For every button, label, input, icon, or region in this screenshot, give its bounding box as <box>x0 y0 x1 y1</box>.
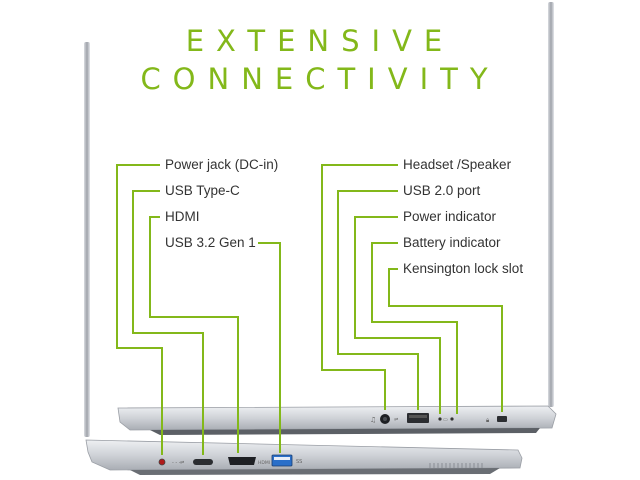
svg-text:SS: SS <box>296 459 302 465</box>
line-usb-3-2 <box>258 242 281 453</box>
hdmi-port <box>228 457 256 465</box>
usb-type-c-port <box>193 459 213 465</box>
line-power-indicator <box>354 216 441 414</box>
label-power-indicator: Power indicator <box>403 209 497 224</box>
label-hdmi: HDMI <box>165 209 200 224</box>
battery-indicator-led <box>450 417 454 421</box>
power-indicator-led <box>438 417 442 421</box>
line-headset <box>321 164 398 410</box>
line-usb-2-0 <box>337 190 419 410</box>
label-battery-indicator: Battery indicator <box>403 235 501 250</box>
line-power-jack <box>116 164 163 455</box>
left-laptop-lid <box>84 42 90 437</box>
svg-text:▭: ▭ <box>443 417 448 423</box>
label-usb-type-c: USB Type-C <box>165 183 240 198</box>
svg-text:HDMI: HDMI <box>258 460 270 466</box>
power-jack-symbol: - - - <box>172 460 181 466</box>
label-headset: Headset /Speaker <box>403 157 512 172</box>
left-laptop-base <box>85 439 523 471</box>
line-hdmi <box>149 216 239 453</box>
right-laptop-lid <box>548 2 554 407</box>
svg-text:♫: ♫ <box>370 416 376 424</box>
title-line-2: CONNECTIVITY <box>140 62 500 96</box>
svg-text:🔒︎: 🔒︎ <box>486 417 489 424</box>
label-power-jack: Power jack (DC-in) <box>165 157 279 172</box>
power-jack-port <box>158 458 166 466</box>
line-kensington <box>388 268 503 412</box>
right-laptop-base <box>117 405 557 431</box>
svg-text:⇌: ⇌ <box>180 460 184 466</box>
label-usb-3-2: USB 3.2 Gen 1 <box>165 235 256 250</box>
line-usb-type-c <box>132 190 204 455</box>
label-usb-2-0: USB 2.0 port <box>403 183 481 198</box>
label-kensington: Kensington lock slot <box>403 261 524 276</box>
title-line-1: EXTENSIVE <box>185 24 455 58</box>
kensington-lock-slot <box>497 416 507 422</box>
usb-3-2-port <box>271 454 293 467</box>
svg-text:⇌: ⇌ <box>394 417 398 423</box>
line-battery-indicator <box>371 242 458 414</box>
